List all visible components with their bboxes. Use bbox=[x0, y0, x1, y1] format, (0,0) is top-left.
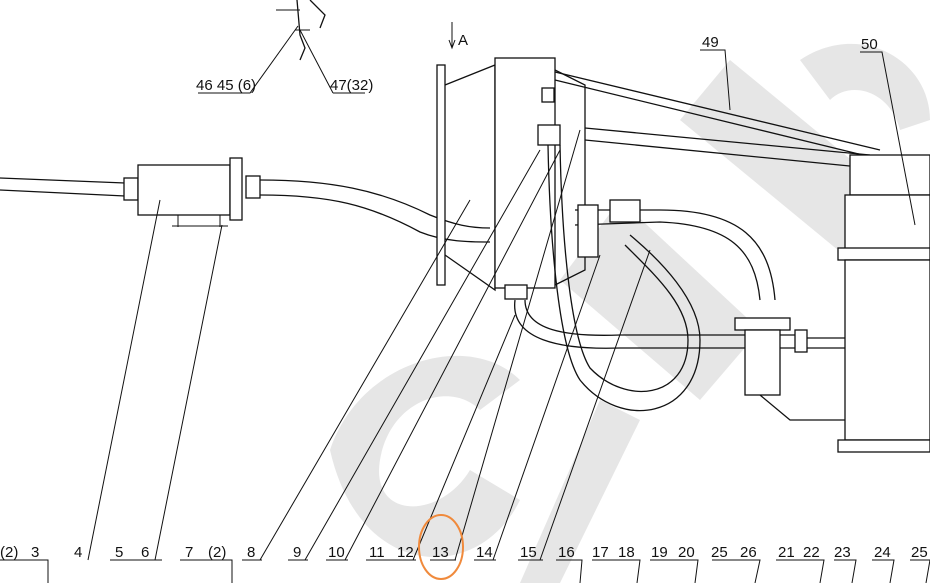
unit-50 bbox=[759, 154, 930, 453]
part-label: 14 bbox=[476, 544, 493, 561]
filter-housing bbox=[137, 164, 231, 216]
part-label: 21 bbox=[778, 544, 795, 561]
part-label: 25 bbox=[711, 544, 728, 561]
part-label: 18 bbox=[618, 544, 635, 561]
highlight-circle bbox=[418, 514, 464, 580]
part-label: 7 bbox=[185, 544, 193, 561]
part-label: 11 bbox=[369, 544, 385, 561]
hoses bbox=[547, 71, 881, 412]
part-label: 15 bbox=[520, 544, 537, 561]
part-label: 13 bbox=[432, 544, 449, 561]
part-label: 20 bbox=[678, 544, 695, 561]
part-label: 6 bbox=[141, 544, 149, 561]
part-label: 10 bbox=[328, 544, 345, 561]
part-label: 17 bbox=[592, 544, 609, 561]
detail-top bbox=[198, 0, 916, 226]
label-50: 50 bbox=[861, 36, 878, 53]
leader-lines bbox=[0, 129, 930, 583]
part-label: 22 bbox=[803, 544, 820, 561]
part-label: 24 bbox=[874, 544, 891, 561]
label-46-45: 46 45 (6) bbox=[196, 77, 256, 94]
part-label: 16 bbox=[558, 544, 575, 561]
watermark bbox=[330, 43, 930, 583]
label-47: 47(32) bbox=[330, 77, 373, 94]
part-label: 4 bbox=[74, 544, 82, 561]
part-label: 23 bbox=[834, 544, 851, 561]
part-label: 12 bbox=[397, 544, 414, 561]
part-label: 26 bbox=[740, 544, 757, 561]
view-marker: A bbox=[458, 32, 468, 49]
part-label: 8 bbox=[247, 544, 255, 561]
bottom-labels: (2) 3 4 5 6 7 (2) 8 9 10 11 12 13 14 15 16 17 18 19 20 25 26 2… bbox=[0, 544, 928, 561]
part-label: 25 bbox=[911, 544, 928, 561]
inlet-pipe bbox=[0, 157, 491, 243]
part-label: (2) bbox=[208, 544, 226, 561]
part-label: 5 bbox=[115, 544, 123, 561]
part-label: (2) bbox=[0, 544, 18, 561]
label-49: 49 bbox=[702, 34, 719, 51]
part-label: 9 bbox=[293, 544, 301, 561]
part-label: 19 bbox=[651, 544, 668, 561]
part-label: 3 bbox=[31, 544, 39, 561]
